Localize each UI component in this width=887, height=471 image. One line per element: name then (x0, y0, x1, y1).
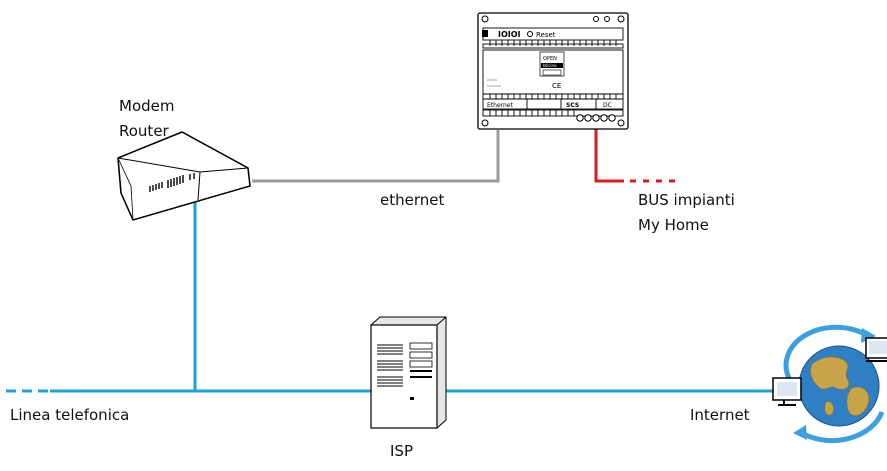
reset-label: Reset (536, 31, 556, 39)
bus-label-line2: My Home (638, 216, 709, 234)
ce-mark: CE (552, 82, 561, 90)
gateway-device: IOIOI Reset OPEN bticino CE Ethernet SCS… (477, 12, 629, 130)
internet-label: Internet (690, 406, 750, 424)
globe-land (810, 356, 870, 416)
modem-label-line2: Router (119, 122, 170, 140)
modem-label-line1: Modem (119, 97, 174, 115)
modem-router (117, 131, 251, 221)
open-label: OPEN (543, 56, 557, 62)
isp-server-icon (370, 316, 447, 429)
linea-label: Linea telefonica (10, 406, 129, 424)
client-computer-icon (772, 377, 802, 406)
bus-label-line1: BUS impianti (638, 191, 735, 209)
isp-label: ISP (390, 442, 413, 460)
brand-label: bticino (543, 63, 557, 68)
remote-computer-icon (865, 337, 887, 362)
dc-port-label: DC (603, 102, 612, 109)
ethernet-cable (252, 130, 500, 183)
bus-cable (594, 128, 679, 183)
orbit-arrow-top (783, 324, 870, 382)
orbit-arrow-bottom (798, 411, 885, 444)
ethernet-label: ethernet (380, 191, 444, 209)
ethernet-port-label: Ethernet (487, 102, 513, 109)
scs-port-label: SCS (566, 102, 579, 109)
bottom-terminal-row (482, 93, 624, 117)
led-label: IOIOI (498, 30, 521, 39)
screw-terminals (576, 114, 616, 122)
server-vents (377, 344, 403, 387)
modem-port-group (149, 173, 195, 192)
internet-globe-icon (772, 324, 887, 444)
